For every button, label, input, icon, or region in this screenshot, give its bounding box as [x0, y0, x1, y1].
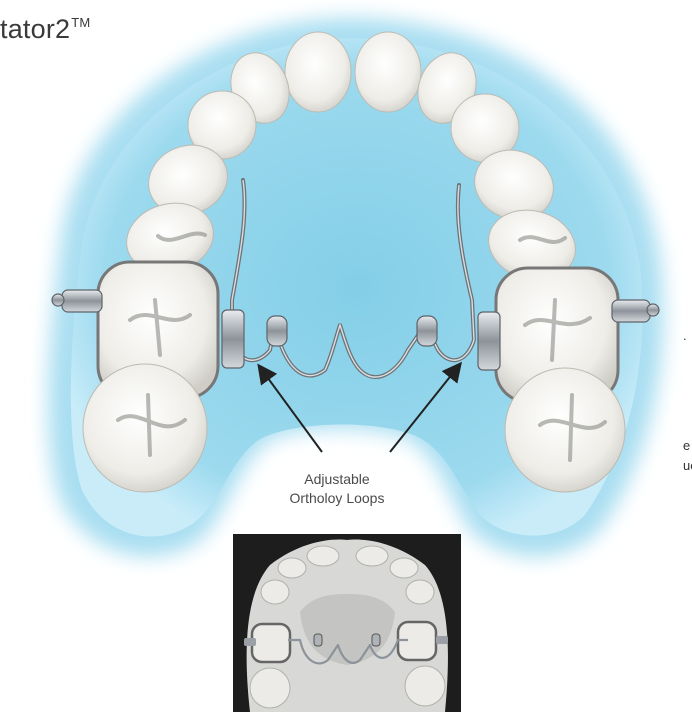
callout-label: Adjustable Ortholoy Loops — [262, 470, 412, 508]
tooth-molar — [83, 364, 207, 492]
tooth-incisor — [355, 32, 421, 112]
callout-line-1: Adjustable — [262, 470, 412, 489]
band-tube-left — [222, 310, 244, 368]
callout-line-2: Ortholoy Loops — [262, 489, 412, 508]
loop-cap-right — [417, 316, 437, 346]
model-photo — [233, 534, 461, 712]
tooth-incisor — [285, 32, 351, 112]
buccal-tube-left — [62, 290, 102, 312]
buccal-tube-right — [612, 300, 650, 322]
tooth-molar — [505, 368, 625, 492]
band-tube-right — [478, 312, 500, 370]
loop-cap-left — [267, 316, 287, 346]
hook-left — [52, 294, 64, 306]
hook-right — [647, 304, 659, 316]
